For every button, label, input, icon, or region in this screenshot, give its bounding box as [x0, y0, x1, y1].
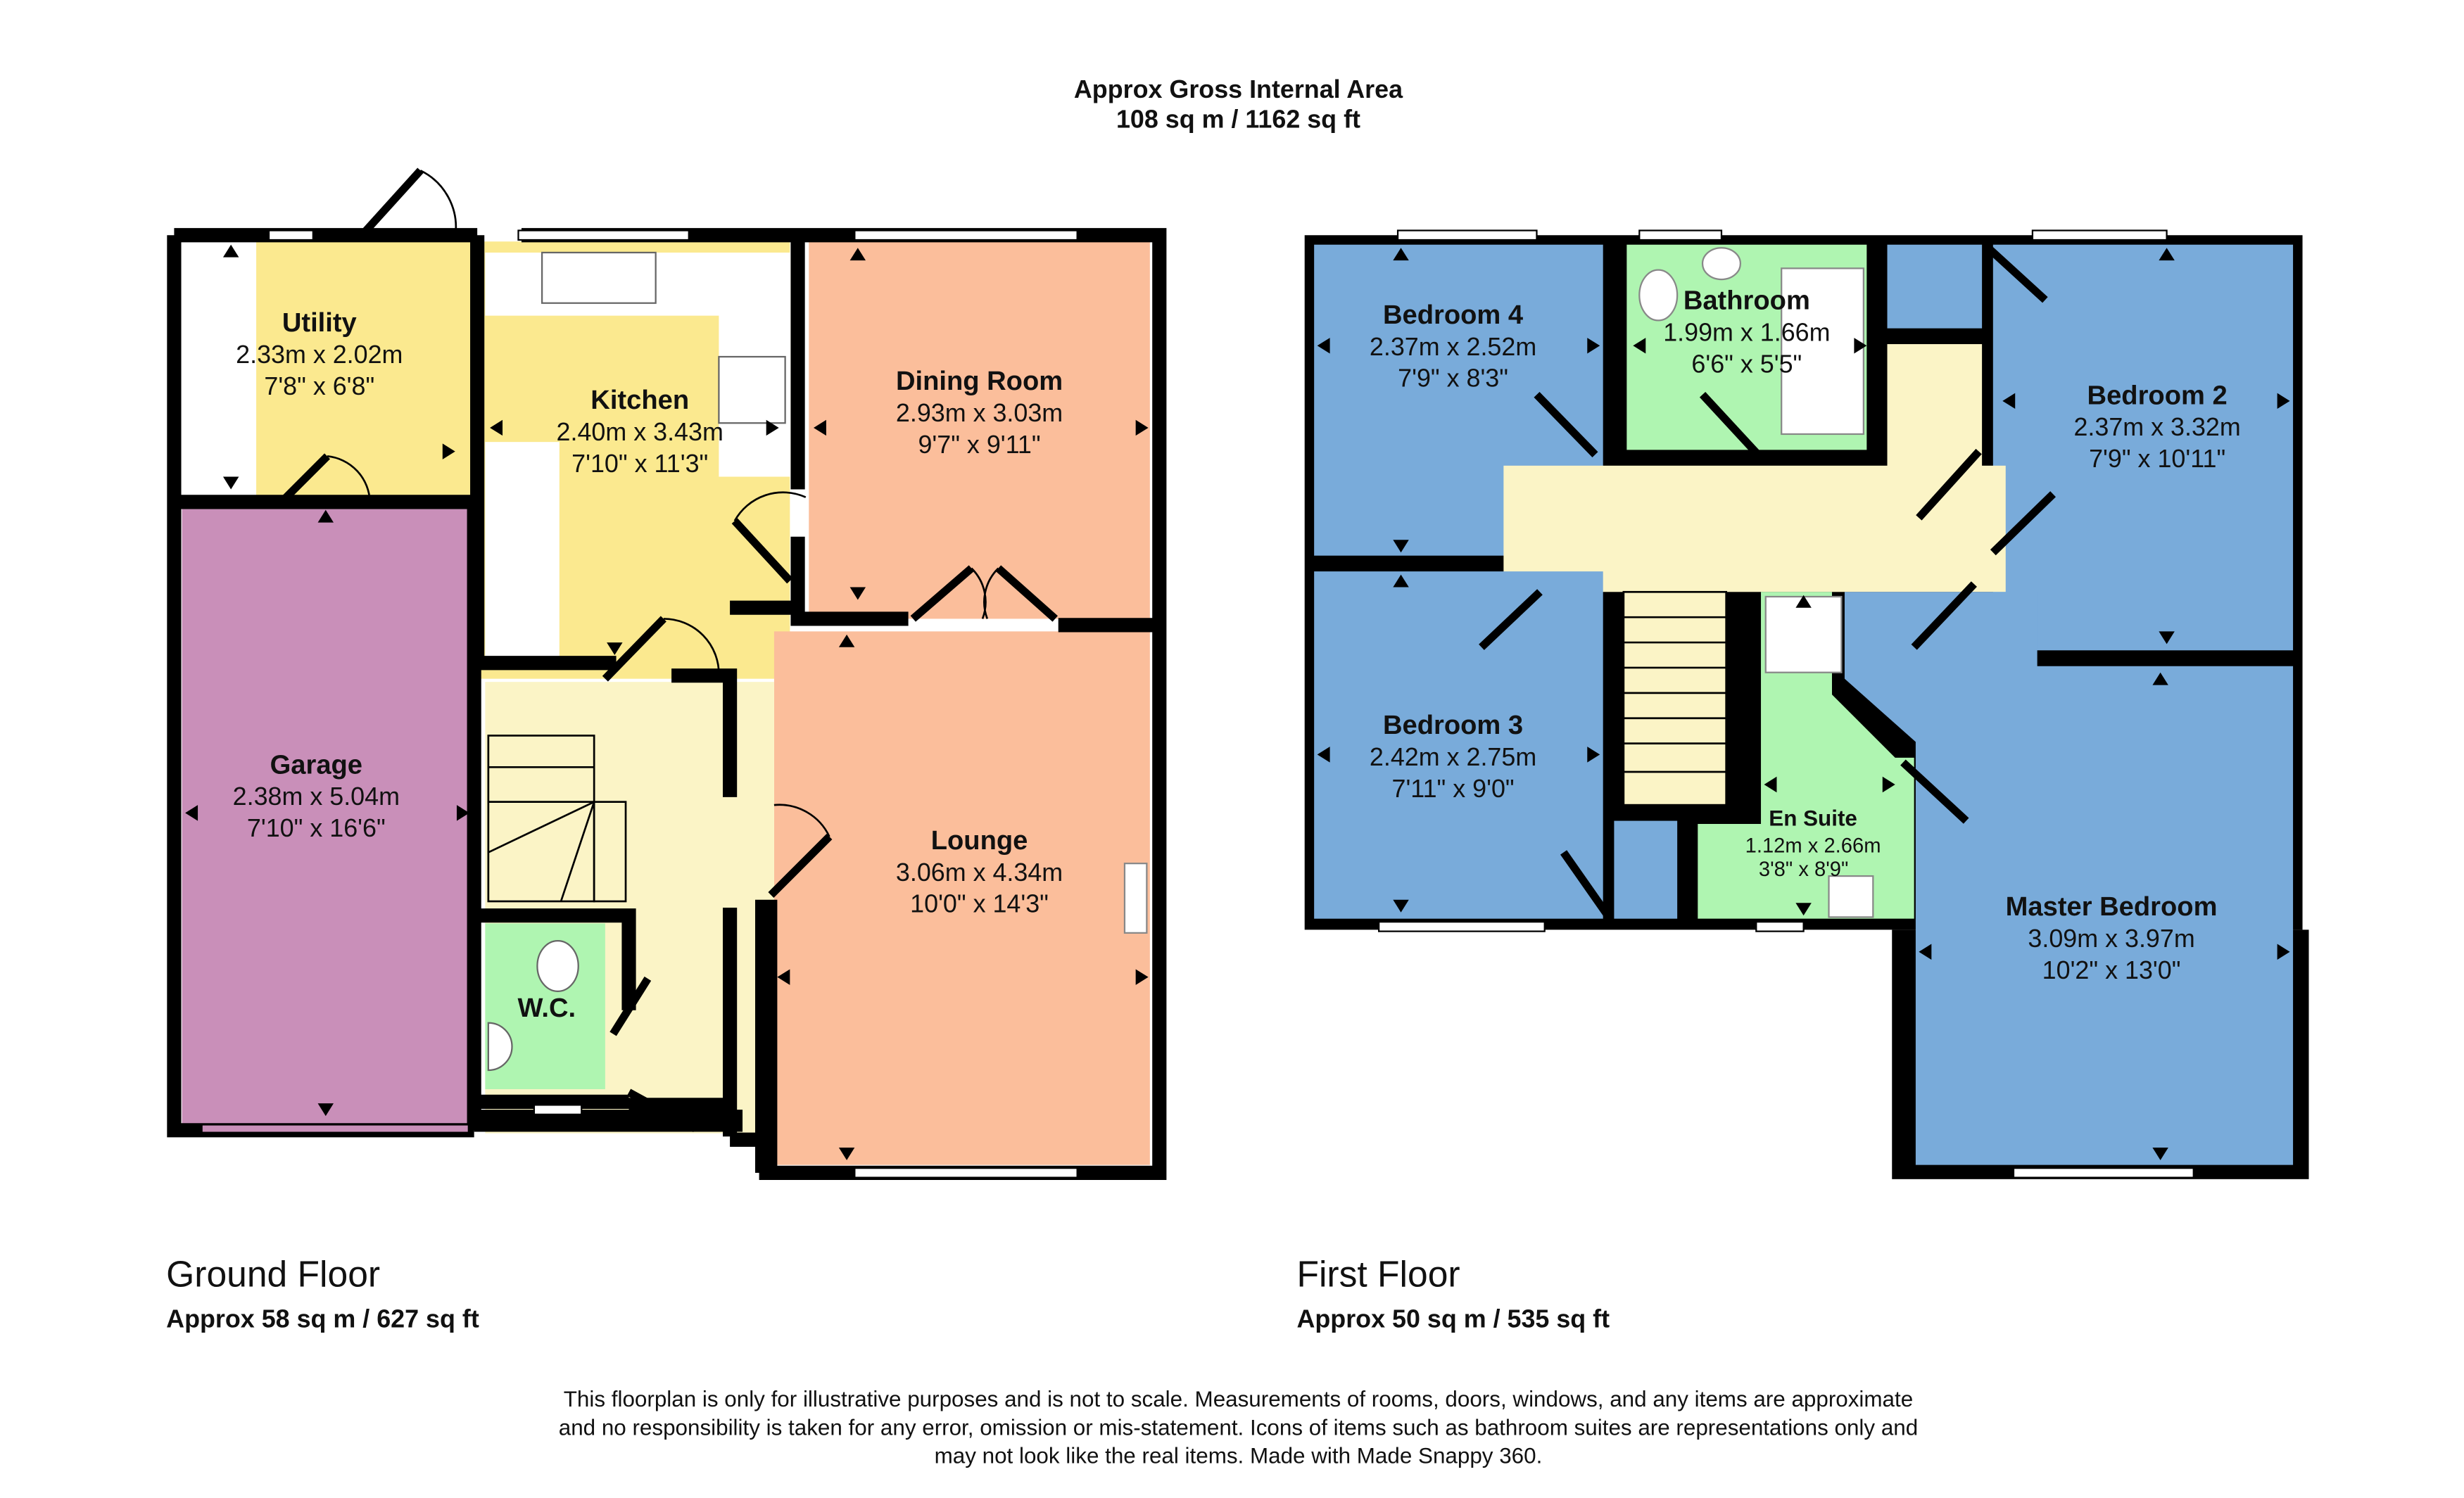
lounge-imperial: 10'0" x 14'3"	[910, 890, 1049, 918]
master-bedroom-name: Master Bedroom	[2006, 891, 2218, 922]
ensuite-imperial: 3'8" x 8'9"	[1759, 858, 1848, 881]
gross-area-value: 108 sq m / 1162 sq ft	[1116, 106, 1360, 134]
bedroom3-recess	[1614, 820, 1678, 919]
disclaimer-line-1: This floorplan is only for illustrative …	[564, 1387, 1913, 1411]
utility-cupboard	[182, 241, 257, 502]
wc-name: W.C.	[518, 993, 576, 1023]
window	[2031, 229, 2168, 241]
utility-metric: 2.33m x 2.02m	[236, 341, 403, 369]
window	[267, 229, 314, 241]
gross-area-title: Approx Gross Internal Area	[1074, 75, 1403, 103]
room-landing	[1503, 465, 2006, 592]
toilet-icon	[536, 939, 579, 992]
sink-icon	[541, 251, 657, 304]
utility-name: Utility	[282, 307, 357, 338]
garage-metric: 2.38m x 5.04m	[233, 782, 400, 811]
master-bedroom-metric: 3.09m x 3.97m	[2028, 925, 2194, 953]
hob-icon	[718, 355, 786, 424]
window	[1396, 229, 1538, 241]
basin-icon	[1701, 247, 1742, 281]
shower-icon	[1764, 595, 1843, 673]
dimension-arrows	[185, 244, 1149, 1160]
dining-imperial: 9'7" x 9'11"	[918, 431, 1040, 459]
window	[1755, 921, 1805, 932]
room-utility	[256, 241, 474, 502]
bath-icon	[1781, 267, 1864, 436]
stairs-icon	[487, 735, 627, 903]
disclaimer-line-2: and no responsibility is taken for any e…	[559, 1415, 1918, 1440]
window	[533, 1104, 583, 1115]
disclaimer-line-3: may not look like the real items. Made w…	[935, 1444, 1543, 1468]
room-bedroom3	[1314, 571, 1603, 919]
first-floor-area: Approx 50 sq m / 535 sq ft	[1296, 1305, 1610, 1333]
bedroom2-imperial: 7'9" x 10'11"	[2089, 445, 2225, 473]
bedroom3-imperial: 7'11" x 9'0"	[1392, 775, 1515, 803]
dining-metric: 2.93m x 3.03m	[896, 399, 1063, 427]
dimension-arrows	[1317, 248, 2290, 1160]
window	[854, 1167, 1078, 1179]
bedroom2-recess	[1887, 244, 1983, 329]
door-icons	[1479, 246, 2056, 918]
lounge-metric: 3.06m x 4.34m	[896, 858, 1063, 887]
utility-imperial: 7'8" x 6'8"	[264, 372, 374, 400]
kitchen-imperial: 7'10" x 11'3"	[571, 450, 708, 478]
bedroom2-metric: 2.37m x 3.32m	[2073, 413, 2240, 441]
ground-floor-area: Approx 58 sq m / 627 sq ft	[166, 1305, 479, 1333]
window	[2012, 1167, 2194, 1179]
master-bedroom-imperial: 10'2" x 13'0"	[2042, 956, 2181, 984]
ensuite-metric: 1.12m x 2.66m	[1745, 834, 1881, 857]
room-lounge	[773, 631, 1150, 1165]
dining-name: Dining Room	[896, 366, 1063, 396]
ground-floor-plan: Utility 2.33m x 2.02m 7'8" x 6'8" Kitche…	[167, 167, 1167, 1180]
bathroom-metric: 1.99m x 1.66m	[1663, 319, 1830, 347]
room-garage	[182, 508, 469, 1126]
garage-name: Garage	[270, 749, 362, 780]
bedroom4-metric: 2.37m x 2.52m	[1370, 333, 1536, 361]
bedroom4-imperial: 7'9" x 8'3"	[1398, 364, 1508, 393]
garage-door	[202, 1125, 468, 1132]
bedroom2-name: Bedroom 2	[2087, 380, 2228, 410]
room-dining	[809, 241, 1150, 619]
room-ensuite	[1698, 592, 1914, 919]
ground-floor-label: Ground Floor	[166, 1253, 380, 1294]
stairs-icon	[1622, 590, 1728, 806]
room-master-bedroom	[1844, 592, 2294, 1165]
toilet-icon	[1638, 269, 1679, 322]
kitchen-name: Kitchen	[590, 385, 689, 415]
basin-icon	[1828, 875, 1874, 918]
lounge-name: Lounge	[931, 825, 1028, 856]
garage-imperial: 7'10" x 16'6"	[247, 814, 386, 842]
ensuite-name: En Suite	[1769, 806, 1857, 830]
bedroom4-name: Bedroom 4	[1383, 300, 1523, 330]
fireplace-icon	[1123, 863, 1148, 934]
first-floor-label: First Floor	[1296, 1253, 1460, 1294]
window	[1378, 921, 1546, 932]
window	[517, 229, 690, 241]
bathroom-imperial: 6'6" x 5'5"	[1691, 350, 1802, 378]
window	[854, 229, 1078, 241]
door-icons	[278, 167, 1058, 1132]
bedroom3-metric: 2.42m x 2.75m	[1370, 743, 1536, 771]
basin-icon	[487, 1022, 513, 1072]
first-floor-plan: Bedroom 4 2.37m x 2.52m 7'9" x 8'3" Bath…	[1304, 229, 2309, 1179]
kitchen-unit	[485, 442, 560, 664]
window	[1638, 229, 1723, 241]
kitchen-worktop	[485, 252, 790, 477]
cupboard	[1887, 344, 1983, 471]
kitchen-metric: 2.40m x 3.43m	[557, 418, 724, 446]
room-bedroom2	[1992, 244, 2294, 651]
bathroom-name: Bathroom	[1683, 286, 1810, 316]
bedroom3-name: Bedroom 3	[1383, 710, 1523, 740]
